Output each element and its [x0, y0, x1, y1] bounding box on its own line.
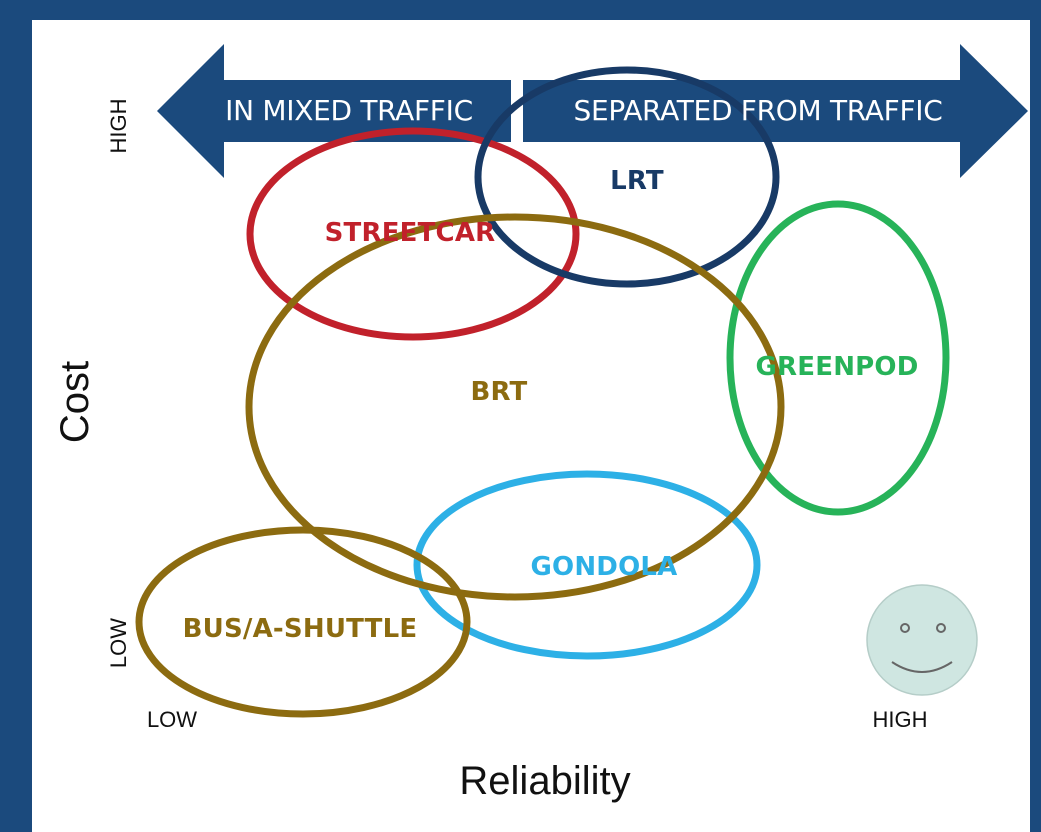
- y-axis-title: Cost: [53, 360, 97, 444]
- double-arrow: [157, 44, 1028, 178]
- greenpod-ellipse: [726, 200, 950, 516]
- arrow-left-label: IN MIXED TRAFFIC: [225, 94, 473, 127]
- lrt-label: LRT: [610, 166, 664, 196]
- y-axis-low-label: LOW: [106, 617, 131, 669]
- brt-ellipse: [245, 213, 785, 601]
- gondola-label: GONDOLA: [530, 552, 678, 582]
- x-axis-high-label: HIGH: [872, 707, 928, 732]
- gondola-ellipse: [413, 470, 761, 660]
- brt-label: BRT: [470, 377, 528, 407]
- bus-shuttle-ellipse: [135, 526, 471, 718]
- x-axis-low-label: LOW: [146, 707, 198, 732]
- arrow-right-label: SEPARATED FROM TRAFFIC: [573, 94, 943, 127]
- greenpod-label: GREENPOD: [755, 352, 919, 382]
- smiley-face-icon: [866, 584, 978, 696]
- x-axis-title: Reliability: [459, 759, 631, 803]
- arrow-divider: [511, 76, 523, 148]
- streetcar-label: STREETCAR: [324, 218, 496, 248]
- bus-shuttle-label: BUS/A-SHUTTLE: [182, 614, 418, 644]
- y-axis-high-label: HIGH: [106, 98, 131, 154]
- lrt-ellipse: [474, 66, 780, 288]
- streetcar-ellipse: [246, 127, 580, 341]
